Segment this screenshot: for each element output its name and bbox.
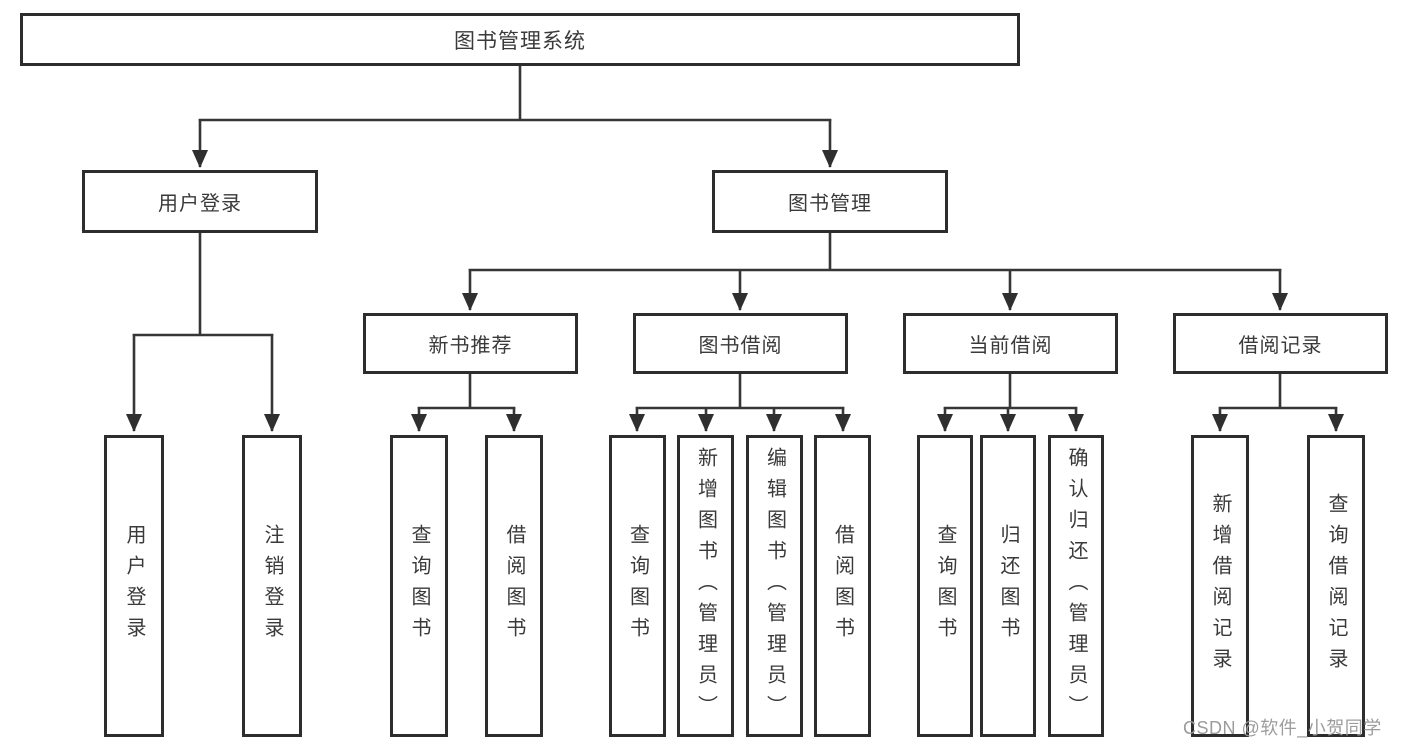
leaf-borrow-books-recommend: 借阅图书	[485, 435, 543, 737]
node-new-book-recommendation: 新书推荐	[363, 313, 578, 374]
leaf-logout: 注销登录	[242, 435, 302, 737]
leaf-query-books-recommend: 查询图书	[390, 435, 448, 737]
node-user-login: 用户登录	[82, 170, 318, 233]
leaf-return-books: 归还图书	[980, 435, 1036, 737]
leaf-query-borrow-record: 查询借阅记录	[1307, 435, 1365, 737]
leaf-query-books-borrowing: 查询图书	[609, 435, 666, 737]
leaf-query-books-current: 查询图书	[917, 435, 973, 737]
node-borrowing-records: 借阅记录	[1173, 313, 1388, 374]
leaf-user-login: 用户登录	[104, 435, 164, 737]
leaf-edit-book-admin: 编辑图书（管理员）	[746, 435, 803, 737]
node-book-borrowing: 图书借阅	[633, 313, 848, 374]
node-book-management: 图书管理	[712, 170, 948, 233]
csdn-watermark: CSDN @软件_小贺同学	[1183, 718, 1382, 738]
leaf-confirm-return-admin: 确认归还（管理员）	[1048, 435, 1104, 737]
node-library-management-system: 图书管理系统	[20, 13, 1020, 66]
leaf-add-book-admin: 新增图书（管理员）	[677, 435, 734, 737]
node-current-borrowing: 当前借阅	[903, 313, 1118, 374]
leaf-borrow-books-borrowing: 借阅图书	[814, 435, 871, 737]
leaf-add-borrow-record: 新增借阅记录	[1191, 435, 1249, 737]
